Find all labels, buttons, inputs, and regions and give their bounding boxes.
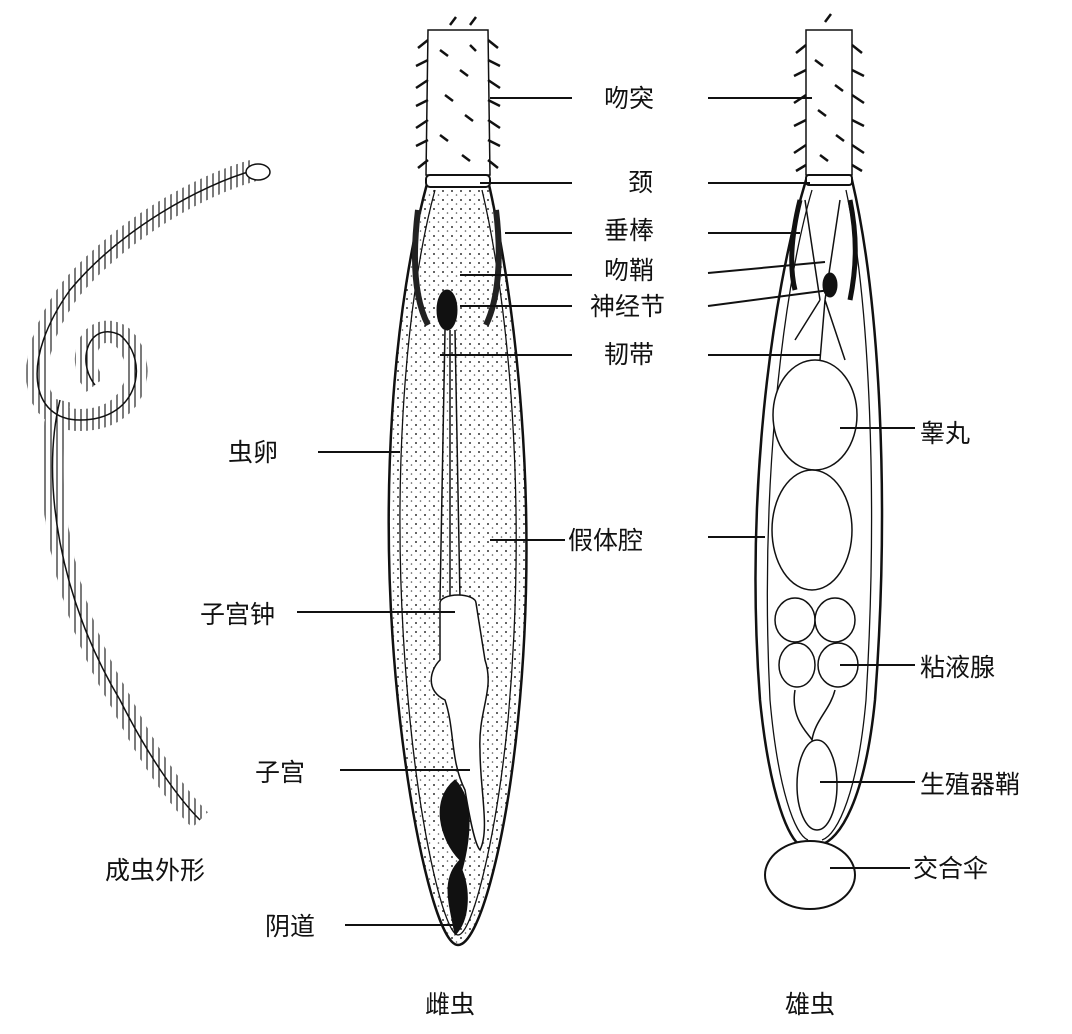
label-copulatory-bursa: 交合伞 (913, 854, 989, 883)
label-testes: 睾丸 (920, 419, 971, 448)
label-uterine-bell: 子宫钟 (200, 600, 276, 629)
label-ganglion: 神经节 (590, 292, 666, 321)
label-cement-glands: 粘液腺 (920, 653, 996, 682)
leader-lines (297, 97, 915, 926)
caption-adult-form: 成虫外形 (105, 856, 206, 885)
caption-female: 雌虫 (425, 990, 476, 1019)
label-eggs: 虫卵 (228, 438, 279, 467)
male-worm-figure (754, 13, 884, 910)
caption-male: 雄虫 (785, 990, 836, 1019)
label-genital-sheath: 生殖器鞘 (920, 770, 1021, 799)
label-proboscis: 吻突 (604, 84, 655, 113)
label-vagina: 阴道 (265, 912, 316, 941)
adult-worm-figure (26, 159, 271, 828)
label-lemnisci: 垂棒 (604, 216, 655, 245)
label-pseudocoel: 假体腔 (568, 526, 644, 555)
label-proboscis-sheath: 吻鞘 (604, 256, 655, 285)
label-uterus: 子宫 (255, 758, 306, 787)
label-neck: 颈 (628, 168, 654, 197)
label-ligament: 韧带 (604, 340, 655, 369)
female-worm-figure (387, 16, 528, 947)
